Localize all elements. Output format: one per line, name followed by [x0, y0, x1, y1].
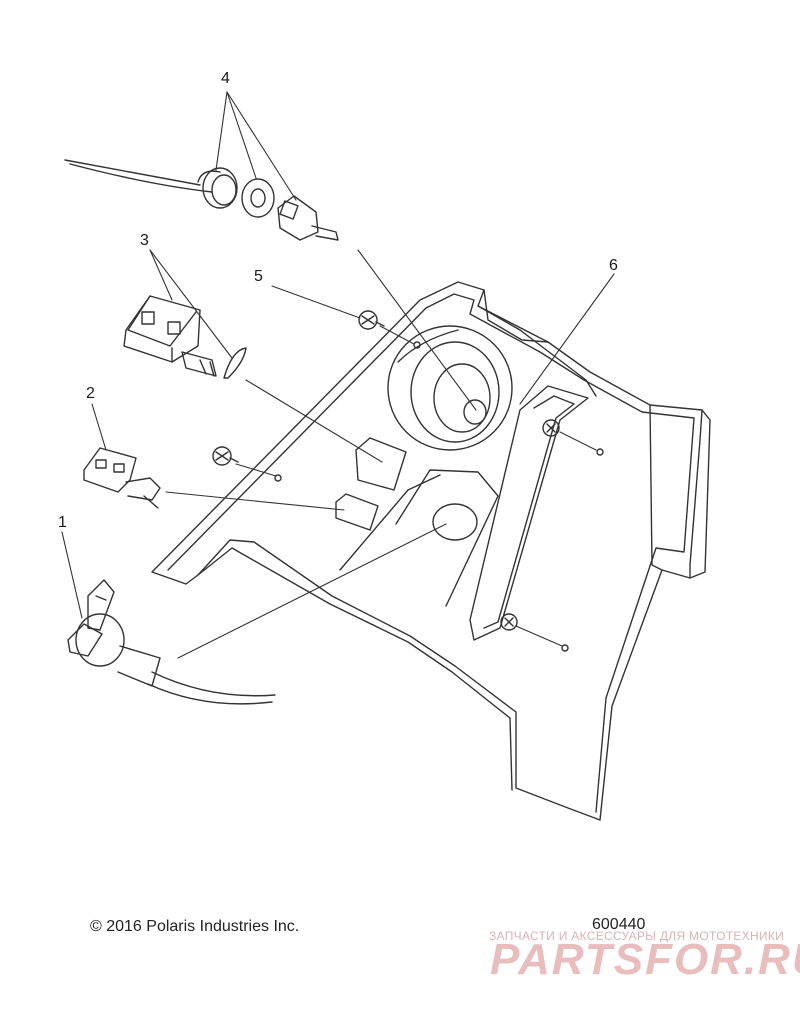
- callout-3: 3: [140, 232, 149, 249]
- panel-screws: [212, 310, 385, 466]
- dash-panel: [151, 281, 711, 821]
- callout-6: 6: [609, 257, 618, 274]
- callout-1: 1: [58, 514, 67, 531]
- callout-5: 5: [254, 268, 263, 285]
- ignition-switch: [67, 579, 276, 705]
- part-number: 600440: [592, 916, 646, 933]
- callout-4: 4: [221, 70, 230, 87]
- watermark-logo: PARTSFOR.RU: [490, 935, 800, 984]
- power-outlet-assembly: [64, 159, 339, 241]
- callout-2: 2: [86, 385, 95, 402]
- small-switch: [83, 447, 161, 509]
- watermark-tagline: ЗАПЧАСТИ И АКСЕССУАРЫ ДЛЯ МОТОТЕХНИКИ: [489, 929, 785, 943]
- copyright-text: © 2016 Polaris Industries Inc.: [90, 918, 300, 935]
- leader-lines: [61, 91, 615, 659]
- rocker-switch: [123, 295, 247, 379]
